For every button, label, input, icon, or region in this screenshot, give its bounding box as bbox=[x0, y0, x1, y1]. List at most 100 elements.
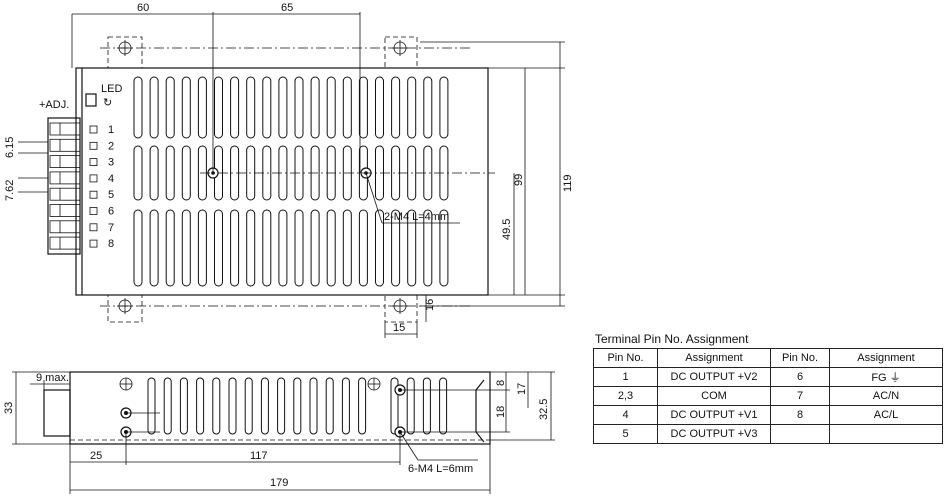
table-caption: Terminal Pin No. Assignment bbox=[595, 332, 749, 346]
side-vent-slot bbox=[228, 377, 237, 435]
vent-slot bbox=[197, 76, 207, 139]
vent-slot bbox=[133, 209, 143, 287]
terminal-marker bbox=[89, 141, 98, 150]
side-vent-slot bbox=[439, 377, 448, 435]
dim-33: 33 bbox=[3, 402, 15, 414]
side-screw-note: 6-M4 L=6mm bbox=[408, 463, 473, 475]
vent-slot bbox=[375, 209, 384, 287]
table-cell bbox=[770, 424, 830, 444]
dim-17: 17 bbox=[516, 383, 528, 395]
vent-slot bbox=[165, 76, 175, 139]
vent-slot bbox=[230, 209, 240, 287]
terminal-label: 4 bbox=[108, 173, 114, 185]
pin-assignment-table-wrapper: Terminal Pin No. Assignment Pin No. Assi… bbox=[593, 332, 943, 444]
vent-slot bbox=[375, 76, 384, 139]
side-dimensions: 33 9 max. 25 117 179 8 18 17 32.5 bbox=[3, 371, 555, 494]
pin-assignment-table: Pin No. Assignment Pin No. Assignment 1 … bbox=[593, 348, 943, 444]
vent-slot bbox=[294, 209, 304, 287]
terminal-marker bbox=[89, 125, 98, 134]
flange-top-right bbox=[384, 36, 418, 69]
table-row: 1 DC OUTPUT +V2 6 FG ⏚ bbox=[593, 367, 943, 387]
vent-slot bbox=[181, 209, 191, 287]
terminal-marker bbox=[89, 223, 98, 232]
terminal-label: 1 bbox=[108, 124, 114, 136]
vent-slot bbox=[133, 145, 143, 201]
vent-slot bbox=[326, 76, 336, 139]
terminal-marker bbox=[89, 239, 98, 248]
adj-potentiometer bbox=[85, 93, 97, 107]
vent-slots-top bbox=[133, 76, 449, 287]
vent-slot bbox=[294, 76, 304, 139]
table-cell: 8 bbox=[770, 405, 830, 425]
table-cell: 1 bbox=[593, 367, 658, 387]
vent-slot bbox=[278, 209, 288, 287]
vent-slot bbox=[262, 76, 272, 139]
vent-slot bbox=[391, 209, 401, 287]
header-assignment-1: Assignment bbox=[657, 348, 771, 368]
vent-slot bbox=[439, 76, 449, 139]
dim-32-5: 32.5 bbox=[538, 399, 550, 420]
side-view: 6-M4 L=6mm 33 9 max. 25 117 179 8 18 17 bbox=[3, 371, 555, 494]
vent-slots-side bbox=[147, 377, 448, 435]
dim-117: 117 bbox=[250, 450, 268, 462]
vent-slot bbox=[358, 209, 368, 287]
terminal-label: 7 bbox=[108, 222, 114, 234]
vent-slot bbox=[149, 209, 159, 287]
terminal-marker bbox=[89, 174, 98, 183]
terminal-screw bbox=[49, 155, 81, 169]
vent-slot bbox=[310, 76, 320, 139]
side-vent-slot bbox=[212, 377, 221, 435]
vent-slot bbox=[342, 76, 352, 139]
dim-15: 15 bbox=[393, 322, 405, 334]
side-vent-slot bbox=[358, 377, 367, 435]
vent-slot bbox=[197, 209, 207, 287]
dim-49-5: 49.5 bbox=[501, 219, 513, 240]
terminal-marker bbox=[89, 207, 98, 215]
vent-slot bbox=[342, 209, 352, 287]
vent-slot bbox=[326, 209, 336, 287]
vent-slot bbox=[214, 76, 223, 139]
side-vent-slot bbox=[147, 377, 156, 435]
table-cell: 7 bbox=[770, 386, 830, 406]
flange-top-left bbox=[107, 36, 143, 69]
table-cell: COM bbox=[657, 386, 771, 406]
table-cell: DC OUTPUT +V1 bbox=[657, 405, 771, 425]
dim-179: 179 bbox=[270, 477, 288, 489]
led-label: LED bbox=[101, 83, 122, 95]
terminal-screw bbox=[49, 187, 81, 201]
table-cell bbox=[829, 424, 943, 444]
flange-bottom-right bbox=[384, 294, 418, 323]
side-vent-slot bbox=[244, 377, 253, 435]
table-cell: 5 bbox=[593, 424, 658, 444]
terminal-label: 2 bbox=[108, 140, 114, 152]
side-terminal bbox=[43, 389, 71, 437]
dim-8: 8 bbox=[495, 380, 507, 386]
vent-slot bbox=[133, 76, 143, 139]
vent-slot bbox=[165, 145, 175, 201]
top-dimensions: 60 65 99 119 49.5 16 15 6.15 7.62 bbox=[4, 2, 574, 338]
side-vent-slot bbox=[309, 377, 318, 435]
terminal-screw bbox=[49, 236, 81, 250]
side-vent-slot bbox=[406, 377, 415, 435]
terminal-label: 8 bbox=[108, 238, 114, 250]
side-vent-slot bbox=[341, 377, 350, 435]
vent-slot bbox=[181, 76, 191, 139]
table-row: 5 DC OUTPUT +V3 bbox=[593, 424, 943, 444]
table-cell: DC OUTPUT +V2 bbox=[657, 367, 771, 387]
terminal-screw bbox=[49, 204, 81, 217]
table-cell: 4 bbox=[593, 405, 658, 425]
side-vent-slot bbox=[293, 377, 302, 435]
vent-slot bbox=[358, 76, 368, 139]
table-header-row: Pin No. Assignment Pin No. Assignment bbox=[593, 348, 943, 368]
vent-slot bbox=[278, 76, 288, 139]
vent-slot bbox=[165, 209, 175, 287]
terminal-label: 6 bbox=[108, 206, 114, 218]
terminal-screw bbox=[49, 171, 81, 185]
dim-65: 65 bbox=[281, 2, 293, 14]
flange-bottom-left bbox=[107, 294, 143, 323]
terminal-screw bbox=[49, 122, 81, 136]
table-cell: FG ⏚ bbox=[829, 367, 943, 387]
terminal-label: 5 bbox=[108, 189, 114, 201]
